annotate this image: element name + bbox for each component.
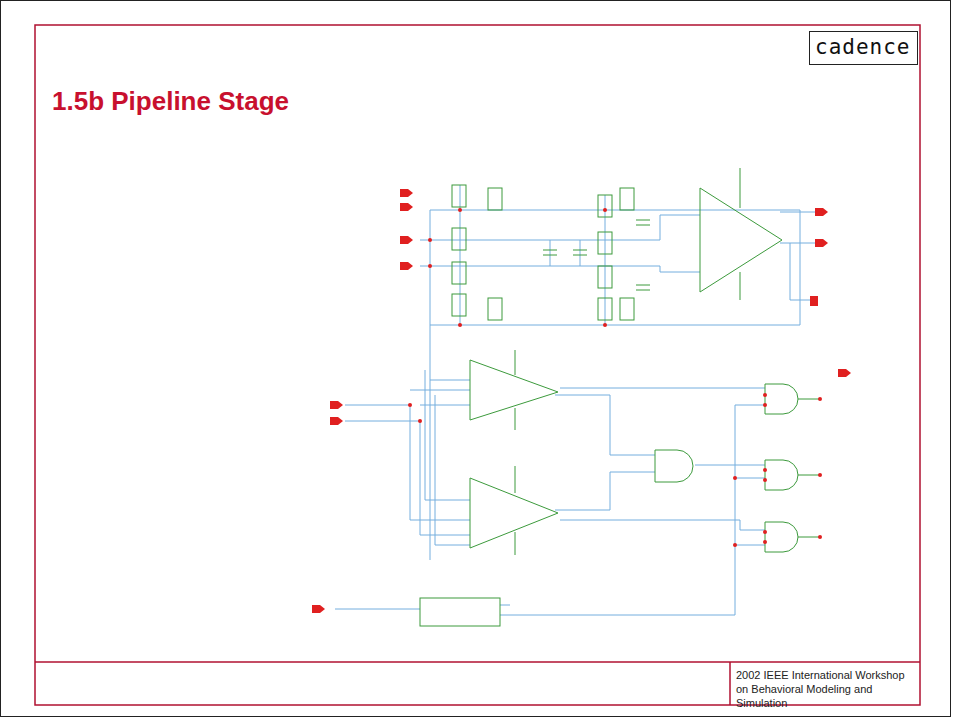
wires bbox=[335, 185, 815, 615]
footer-rule bbox=[35, 661, 920, 663]
opamp-symbol bbox=[700, 168, 782, 300]
switch-symbols bbox=[452, 185, 634, 320]
pin-markers bbox=[312, 189, 851, 613]
slide-border bbox=[35, 25, 920, 705]
slide-title: 1.5b Pipeline Stage bbox=[52, 86, 289, 117]
logo-box: cadence bbox=[809, 31, 918, 65]
and-gate-symbols bbox=[655, 384, 820, 552]
clock-generator-block bbox=[420, 598, 500, 626]
capacitor-symbols bbox=[543, 220, 650, 290]
logo-text: cadence bbox=[815, 37, 912, 58]
footer-divider bbox=[729, 662, 731, 705]
footer-text: 2002 IEEE International Workshop on Beha… bbox=[736, 668, 916, 710]
comparator-symbols bbox=[470, 350, 558, 555]
schematic bbox=[312, 168, 851, 626]
